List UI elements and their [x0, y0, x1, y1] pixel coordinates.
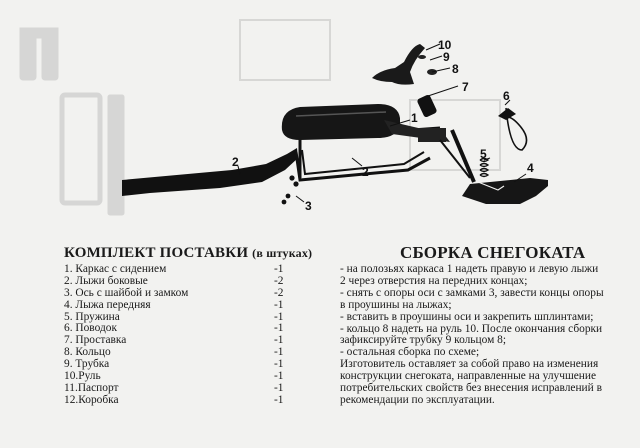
list-item: 12.Коробка -1 [64, 393, 296, 407]
instruction-line: 2 через отверстия на передних концах; [340, 274, 528, 287]
callout-2-left: 2 [232, 155, 239, 169]
list-item: 3. Ось с шайбой и замком -2 [64, 286, 296, 300]
item-label: 5. Пружина [64, 310, 120, 323]
item-label: 4. Лыжа передняя [64, 298, 151, 311]
front-ski [462, 178, 548, 204]
list-item: 10.Руль -1 [64, 370, 296, 383]
list-item: 1. Каркас с сидением -1 [64, 263, 296, 276]
item-qty: -1 [274, 322, 284, 335]
list-item: 7. Проставка -1 [64, 334, 296, 347]
spring [479, 157, 490, 178]
item-qty: -2 [274, 286, 284, 299]
frame-runner [294, 151, 431, 182]
list-item: 5. Пружина -1 [64, 310, 296, 324]
kit-list: 1. Каркас с сидением -1 2. Лыжи боковые -2… [64, 263, 296, 407]
callout-7: 7 [462, 80, 469, 94]
item-label: 2. Лыжи боковые [64, 274, 148, 287]
instruction-line: в проушины на лыжах; [340, 298, 452, 311]
item-label: 9. Трубка [64, 358, 110, 371]
item-qty: -1 [274, 358, 284, 371]
item-label: 7. Проставка [64, 334, 127, 347]
instruction-line: зафиксируйте трубку 9 кольцом 8; [340, 334, 506, 347]
kit-title-suffix: (в штуках) [252, 246, 313, 260]
handlebar [372, 44, 425, 85]
item-label: 10.Руль [64, 370, 101, 383]
frame-runner-inner [301, 149, 425, 176]
item-label: 8. Кольцо [64, 346, 111, 359]
tube-part [418, 55, 426, 59]
list-item: 8. Кольцо -1 [64, 346, 296, 359]
instruction-line: - остальная сборка по схеме; [340, 346, 480, 359]
manufacturer-note-line: рекомендации по эксплуатации. [340, 393, 495, 406]
list-item: 6. Поводок -1 [64, 323, 296, 335]
item-qty: -1 [274, 381, 284, 394]
kit-heading: КОМПЛЕКТ ПОСТАВКИ (в штуках) [64, 245, 312, 262]
item-qty: -1 [274, 370, 284, 383]
manufacturer-note-line: Изготовитель оставляет за собой право на… [340, 358, 599, 371]
callout-6: 6 [503, 89, 510, 103]
assembly-instructions: - на полозьях каркаса 1 надеть правую и … [340, 263, 622, 407]
list-item: 11.Паспорт -1 [64, 381, 296, 395]
item-qty: -1 [274, 334, 284, 347]
kit-title: КОМПЛЕКТ ПОСТАВКИ [64, 245, 249, 261]
callout-8: 8 [452, 62, 459, 76]
item-qty: -2 [274, 274, 284, 287]
item-label: 1. Каркас с сидением [64, 263, 167, 275]
item-label: 12.Коробка [64, 393, 119, 406]
callout-4: 4 [527, 161, 534, 175]
item-label: 11.Паспорт [64, 381, 119, 394]
spacer-part [417, 94, 437, 118]
callout-10: 10 [438, 38, 452, 52]
item-qty: -1 [274, 263, 284, 275]
assembly-heading: СБОРКА СНЕГОКАТА [400, 243, 586, 262]
callout-2-center: 2 [362, 165, 369, 179]
instruction-line: - вставить в проушины оси и закрепить шп… [340, 310, 594, 323]
instruction-line: - кольцо 8 надеть на руль 10. После окон… [340, 322, 603, 335]
manufacturer-note-line: конструкции снегоката, направленные на у… [340, 370, 597, 383]
callout-1: 1 [411, 111, 418, 125]
list-item: 2. Лыжи боковые -2 [64, 274, 296, 288]
item-qty: -1 [274, 310, 284, 323]
side-ski-left [122, 148, 298, 196]
manufacturer-note-line: потребительских свойств без внесения исп… [340, 382, 602, 395]
item-qty: -1 [274, 298, 284, 311]
instruction-line: - на полозьях каркаса 1 надеть правую и … [340, 263, 599, 275]
callout-3: 3 [305, 199, 312, 213]
item-qty: -1 [274, 346, 284, 359]
callout-5: 5 [480, 147, 487, 161]
seat [281, 104, 400, 140]
axle-assembly [281, 175, 299, 205]
steering-column [450, 129, 476, 183]
instruction-line: - снять с опоры оси с замками 3, завести… [340, 286, 604, 299]
list-item: 9. Трубка -1 [64, 358, 296, 371]
item-qty: -1 [274, 393, 284, 406]
leash [503, 107, 528, 151]
list-item: 4. Лыжа передняя -1 [64, 298, 296, 312]
item-label: 6. Поводок [64, 322, 118, 335]
item-label: 3. Ось с шайбой и замком [64, 286, 189, 299]
sled-assembly-diagram: 10 9 8 7 1 6 5 4 2 2 3 [19, 19, 548, 216]
callout-9: 9 [443, 50, 450, 64]
